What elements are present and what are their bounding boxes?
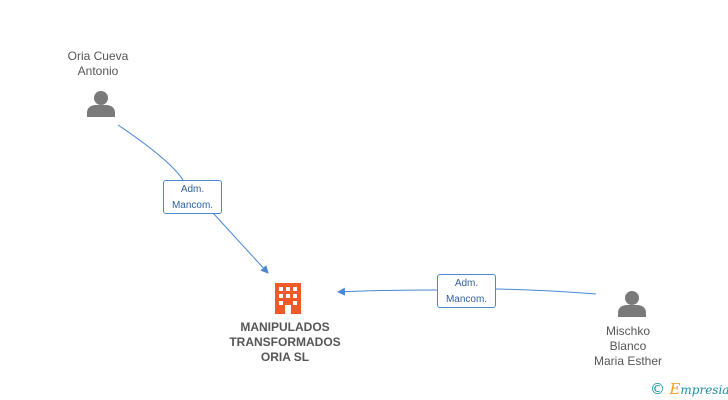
edge-line-person2-company [338, 289, 597, 294]
person-icon[interactable] [86, 89, 116, 119]
company-name-line: TRANSFORMADOS [229, 335, 341, 349]
brand-initial: E [669, 380, 681, 398]
edge-label-line: Adm. [454, 278, 479, 289]
person-name-line: Blanco [609, 339, 647, 353]
edge-label-adm-mancom[interactable]: Adm. Mancom. [163, 180, 222, 214]
brand-logo: Empresia [669, 380, 728, 398]
person-name-line: Oria Cueva [67, 49, 129, 63]
company-name[interactable]: MANIPULADOS TRANSFORMADOS ORIA SL [210, 320, 360, 365]
edge-line-person1-company [117, 124, 268, 273]
company-name-line: ORIA SL [260, 350, 310, 364]
person-name-line: Maria Esther [593, 354, 663, 368]
person-name-oria-cueva[interactable]: Oria Cueva Antonio [48, 49, 148, 79]
edge-label-line: Mancom. [445, 294, 488, 305]
edge-label-adm-mancom[interactable]: Adm. Mancom. [437, 274, 496, 308]
person-name-mischko-blanco[interactable]: Mischko Blanco Maria Esther [578, 324, 678, 369]
person-name-line: Mischko [605, 324, 650, 338]
company-name-line: MANIPULADOS [240, 320, 330, 334]
person-name-line: Antonio [77, 64, 119, 78]
brand-text: mpresia [680, 383, 728, 397]
building-icon[interactable] [272, 281, 304, 315]
edge-label-line: Mancom. [171, 200, 214, 211]
brand-footer: © Empresia [650, 380, 728, 398]
person-icon[interactable] [617, 289, 647, 319]
copyright-icon: © [650, 380, 665, 398]
edge-label-line: Adm. [180, 184, 205, 195]
